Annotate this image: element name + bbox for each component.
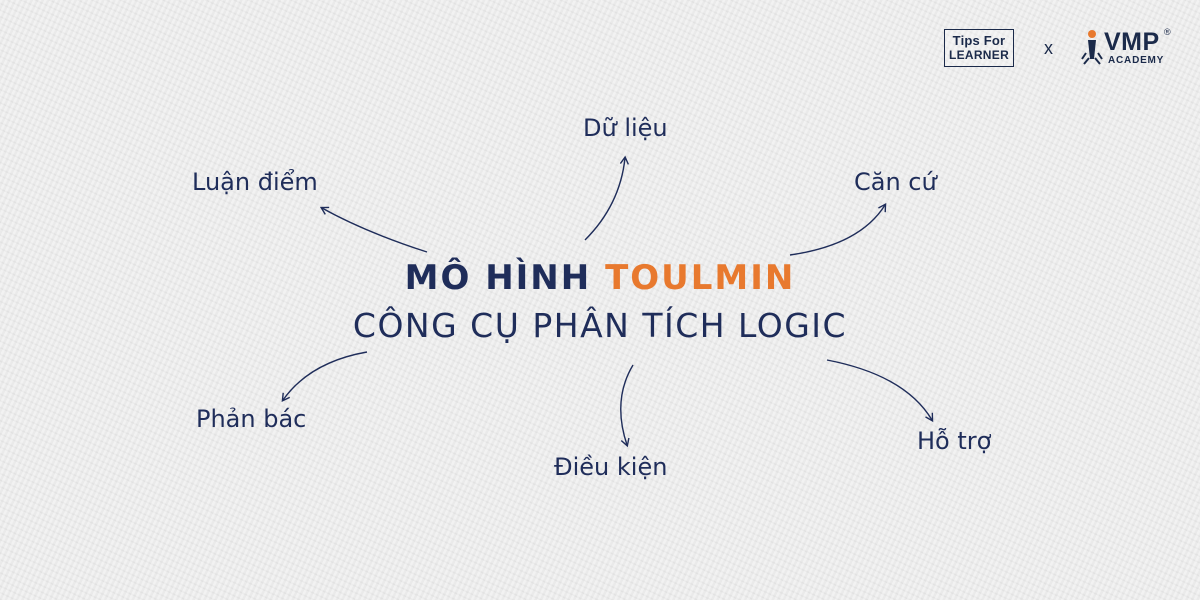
node-dieu-kien: Điều kiện: [554, 453, 668, 481]
tips-logo-line1: Tips For: [952, 33, 1006, 48]
vmp-logo-registered: ®: [1164, 27, 1171, 37]
node-du-lieu: Dữ liệu: [583, 114, 668, 142]
node-can-cu: Căn cứ: [854, 168, 937, 196]
title-prefix: MÔ HÌNH: [404, 258, 606, 298]
arrow-to-phan-bac: [281, 351, 368, 402]
vmp-mark-icon: [1081, 30, 1103, 65]
vmp-academy-logo: VMP ® ACADEMY: [1080, 27, 1180, 69]
arrow-to-can-cu: [789, 202, 887, 256]
arrow-to-dieu-kien: [620, 364, 634, 448]
title-line-2: CÔNG CỤ PHÂN TÍCH LOGIC: [352, 306, 848, 345]
vmp-logo-sub: ACADEMY: [1108, 55, 1165, 66]
title-accent: TOULMIN: [605, 258, 796, 298]
title-line-1: MÔ HÌNH TOULMIN: [300, 258, 900, 298]
node-phan-bac: Phản bác: [196, 405, 307, 433]
arrow-to-du-lieu: [584, 155, 629, 241]
node-luan-diem: Luận điểm: [192, 168, 318, 196]
arrow-to-luan-diem: [319, 206, 428, 253]
vmp-logo-word: VMP: [1104, 28, 1160, 56]
logo-separator: x: [1044, 38, 1053, 58]
tips-for-learner-logo: Tips For LEARNER: [944, 29, 1014, 67]
node-ho-tro: Hỗ trợ: [917, 427, 992, 455]
arrow-to-ho-tro: [826, 359, 934, 423]
tips-logo-line2: LEARNER: [948, 48, 1010, 62]
